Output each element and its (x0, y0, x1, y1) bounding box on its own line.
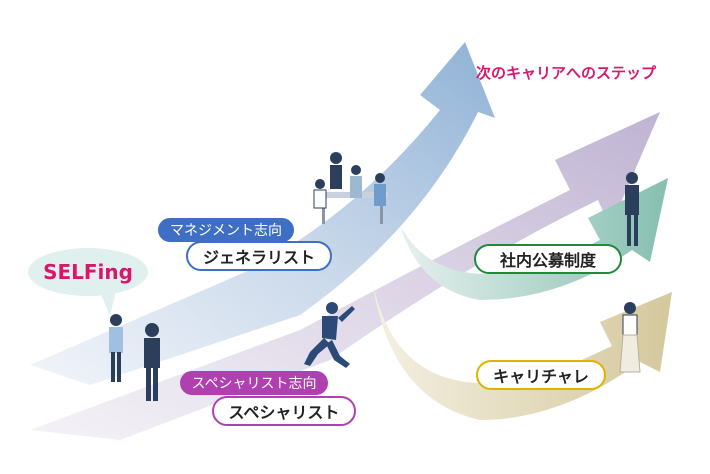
next-career-step-heading: 次のキャリアへのステップ (476, 64, 657, 82)
internal-recruitment-label: 社内公募制度 (474, 244, 622, 274)
arrow-purple (30, 112, 660, 440)
specialist-label: スペシャリスト (212, 396, 356, 426)
standing-woman-illustration (619, 302, 641, 373)
selfing-bubble-label: SELFing (43, 260, 133, 284)
career-challenge-label: キャリチャレ (476, 360, 606, 390)
meeting-people-illustration (313, 152, 388, 224)
arrow-green (400, 178, 668, 300)
standing-man-illustration (625, 172, 639, 246)
speech-bubble (28, 248, 148, 316)
generalist-label: ジェネラリスト (186, 241, 332, 271)
pair-illustration (109, 314, 160, 401)
running-man-illustration (304, 302, 355, 368)
specialist-oriented-tag: スペシャリスト志向 (180, 371, 328, 395)
arrow-blue (30, 42, 495, 385)
management-oriented-tag: マネジメント志向 (158, 218, 294, 242)
